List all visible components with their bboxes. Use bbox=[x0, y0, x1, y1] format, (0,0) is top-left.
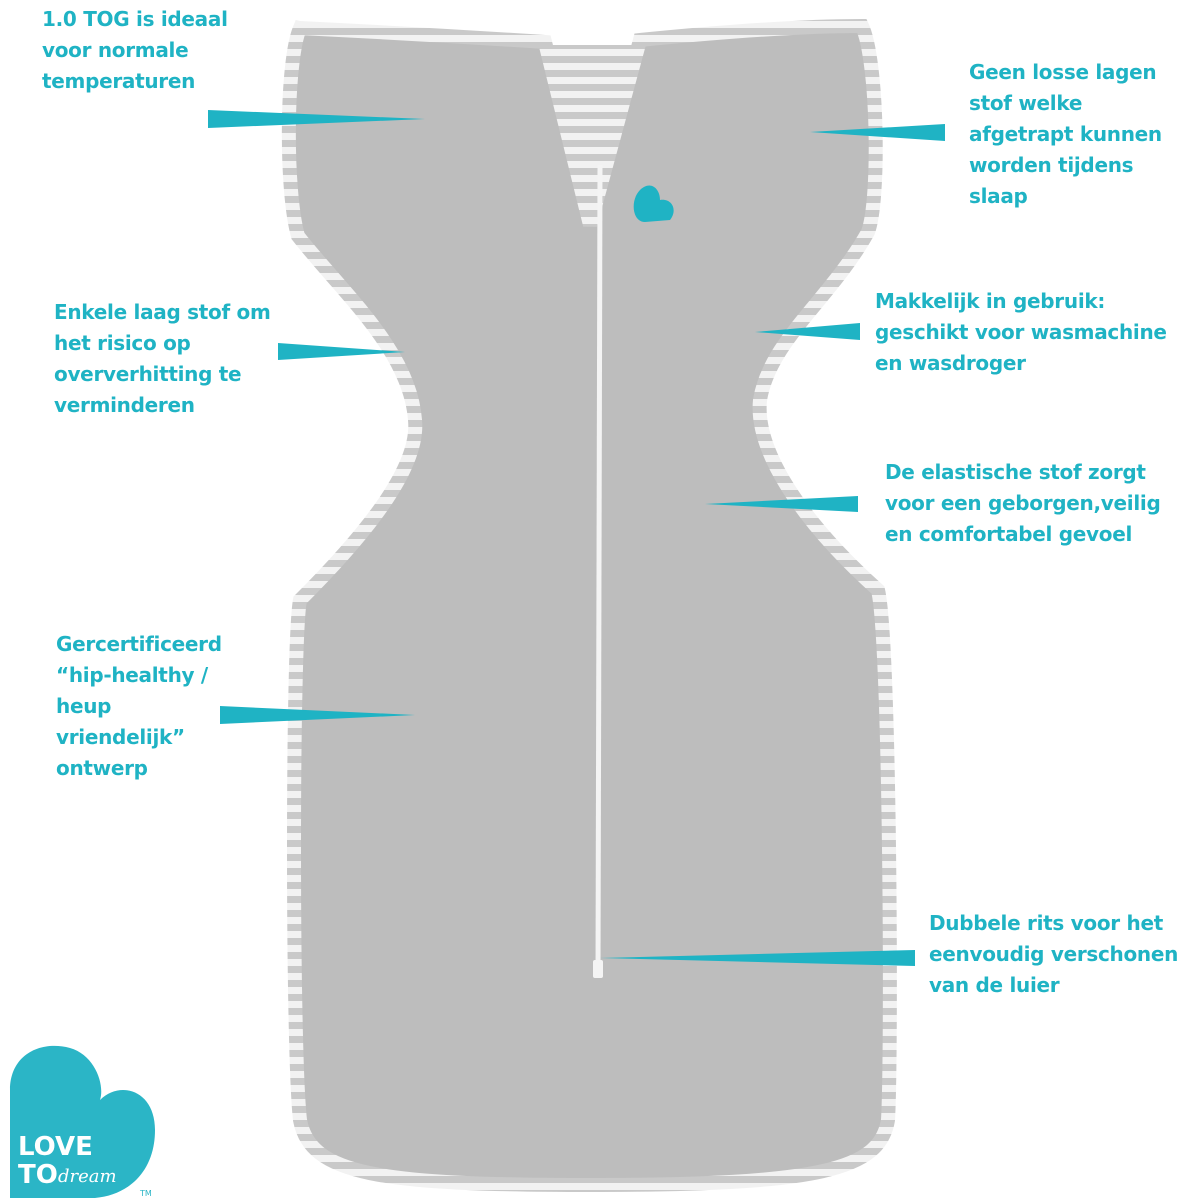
callout-line: slaap bbox=[969, 184, 1028, 208]
zipper bbox=[595, 164, 603, 976]
callout-line: Dubbele rits voor het bbox=[929, 911, 1163, 935]
arrow-3 bbox=[220, 706, 415, 724]
callout-single-layer: Enkele laag stof om het risico op overve… bbox=[54, 297, 271, 421]
callout-arrows bbox=[208, 110, 945, 966]
arrow-4 bbox=[810, 124, 945, 141]
svg-text:dream: dream bbox=[58, 1166, 117, 1187]
callout-tog: 1.0 TOG is ideaal voor normale temperatu… bbox=[42, 4, 228, 97]
callout-hip-healthy: Gercertificeerd “hip-healthy / heup vrie… bbox=[56, 629, 222, 784]
svg-text:LOVE: LOVE bbox=[18, 1132, 93, 1162]
callout-line: voor een geborgen,veilig bbox=[885, 491, 1161, 515]
callout-easy-use: Makkelijk in gebruik: geschikt voor wasm… bbox=[875, 286, 1167, 379]
callout-line: verminderen bbox=[54, 393, 195, 417]
callout-line: temperaturen bbox=[42, 69, 196, 93]
callout-line: stof welke bbox=[969, 91, 1083, 115]
garment-label-logo bbox=[633, 185, 674, 222]
callout-line: Geen losse lagen bbox=[969, 60, 1157, 84]
callout-line: voor normale bbox=[42, 38, 189, 62]
callout-line: Gercertificeerd bbox=[56, 632, 222, 656]
svg-text:TO: TO bbox=[18, 1160, 58, 1190]
callout-line: worden tijdens bbox=[969, 153, 1134, 177]
callout-line: De elastische stof zorgt bbox=[885, 460, 1146, 484]
callout-line: en comfortabel gevoel bbox=[885, 522, 1133, 546]
arrow-7 bbox=[600, 950, 915, 966]
arrow-2 bbox=[278, 343, 405, 360]
callout-line: van de luier bbox=[929, 973, 1060, 997]
arrow-1 bbox=[208, 110, 425, 128]
arrow-5 bbox=[755, 323, 860, 340]
callout-line: “hip-healthy / bbox=[56, 663, 208, 687]
callout-line: geschikt voor wasmachine bbox=[875, 320, 1167, 344]
brand-logo: LOVE TO dream TM bbox=[10, 1045, 155, 1198]
callout-elastic: De elastische stof zorgt voor een geborg… bbox=[885, 457, 1161, 550]
callout-line: het risico op bbox=[54, 331, 191, 355]
callout-line: oververhitting te bbox=[54, 362, 242, 386]
callout-line: heup bbox=[56, 694, 112, 718]
sleep-suit-garment bbox=[281, 18, 897, 1193]
callout-line: eenvoudig verschonen bbox=[929, 942, 1179, 966]
callout-line: ontwerp bbox=[56, 756, 148, 780]
callout-no-loose-layers: Geen losse lagen stof welke afgetrapt ku… bbox=[969, 57, 1162, 212]
callout-line: vriendelijk” bbox=[56, 725, 185, 749]
callout-line: en wasdroger bbox=[875, 351, 1026, 375]
callout-line: Enkele laag stof om bbox=[54, 300, 271, 324]
neck-stripe-panel bbox=[548, 45, 635, 225]
callout-line: afgetrapt kunnen bbox=[969, 122, 1162, 146]
callout-line: Makkelijk in gebruik: bbox=[875, 289, 1106, 313]
callout-line: 1.0 TOG is ideaal bbox=[42, 7, 228, 31]
callout-double-zip: Dubbele rits voor het eenvoudig verschon… bbox=[929, 908, 1178, 1001]
zipper-pull bbox=[593, 960, 603, 978]
trademark: TM bbox=[139, 1189, 152, 1198]
arrow-6 bbox=[705, 496, 858, 512]
